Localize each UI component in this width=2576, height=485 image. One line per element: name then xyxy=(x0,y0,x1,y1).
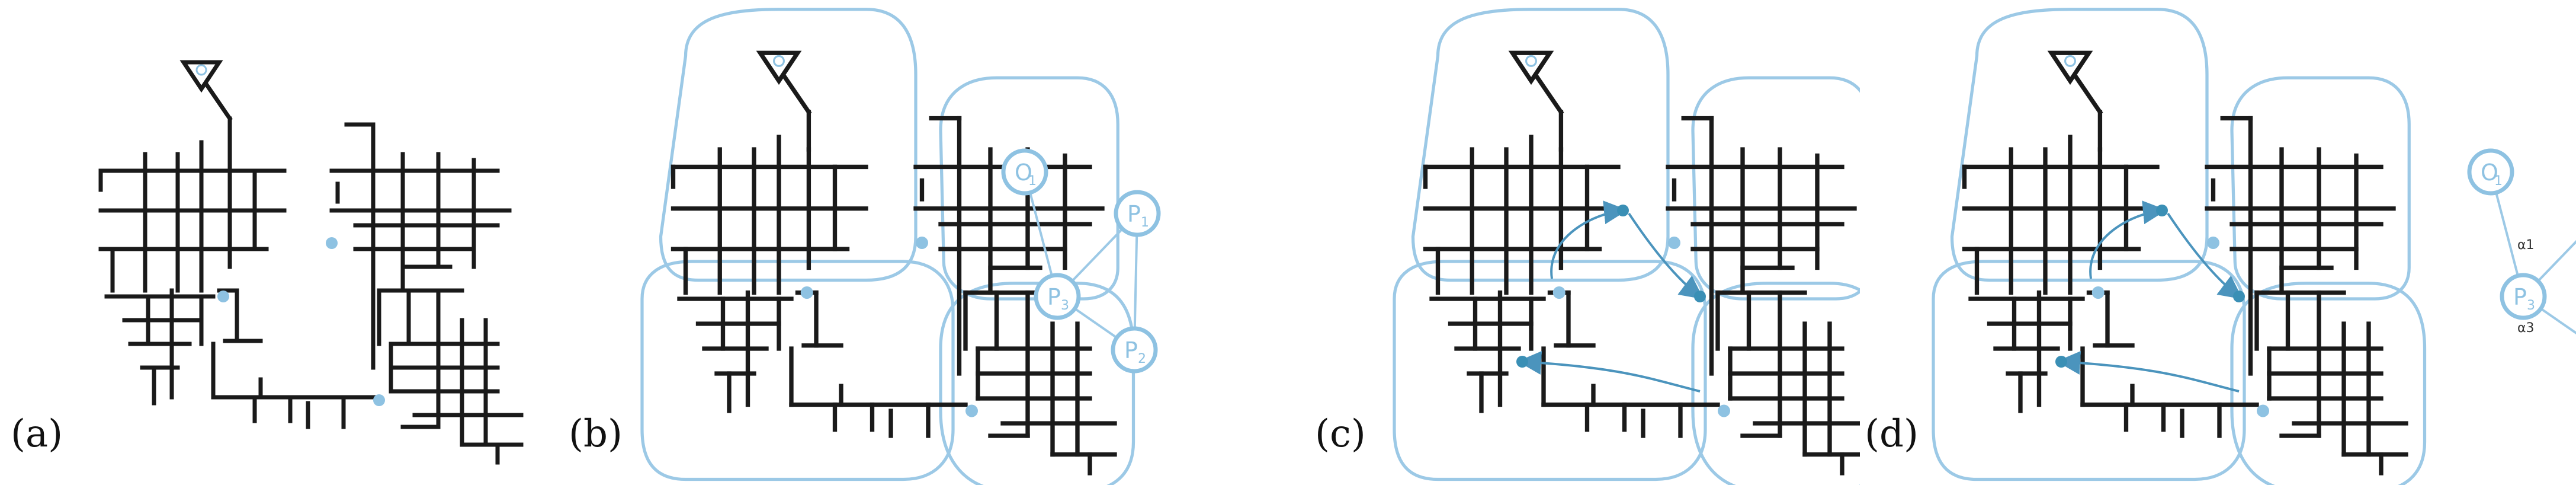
panel-label-c: (c) xyxy=(1315,412,1366,456)
graph-node-label: O xyxy=(1015,159,1032,186)
panel-d: (d) α1α2α3O1P1P3P2 xyxy=(1860,0,2576,485)
zone-outline xyxy=(1950,8,2209,282)
boundary-node xyxy=(2233,291,2245,302)
pipe-network xyxy=(640,8,1135,485)
zone-outline xyxy=(1393,260,1707,481)
pipe-network xyxy=(1393,8,1860,485)
reservoir-marker xyxy=(2064,55,2076,67)
edge-label-a1: α1 xyxy=(2517,238,2535,253)
boundary-node xyxy=(1617,205,1629,216)
panel-label-b: (b) xyxy=(569,412,623,456)
flow-arrow xyxy=(1628,212,1704,299)
pump-node xyxy=(326,237,338,249)
panel-label-a: (a) xyxy=(11,412,63,456)
graph-node-ring xyxy=(2467,148,2514,196)
pump-node xyxy=(800,286,813,299)
zone-outline xyxy=(1932,260,2246,481)
edge-label-a3: α3 xyxy=(2517,321,2535,336)
flow-arrows xyxy=(2055,200,2245,393)
pump-node xyxy=(373,394,385,406)
panel-c: (c) xyxy=(1309,0,1860,485)
reservoir-icon xyxy=(2047,50,2093,85)
pump-node xyxy=(2257,404,2269,417)
reservoir-icon xyxy=(1508,50,1554,85)
zone-outline xyxy=(640,260,955,481)
graph-node-subscript: 1 xyxy=(1028,174,1037,189)
pump-node xyxy=(1668,236,1680,249)
panel-svg xyxy=(1393,8,1860,485)
zone-outline xyxy=(659,8,918,282)
zone-outline xyxy=(1411,8,1670,282)
graph-node-O: O1 xyxy=(1001,148,1048,196)
graph-node-label: P xyxy=(1127,201,1141,227)
pump-node xyxy=(2091,286,2105,299)
pipe-network xyxy=(1932,8,2427,485)
flow-arrows xyxy=(1516,200,1706,393)
graph-node-ring xyxy=(1114,190,1161,237)
flow-arrow xyxy=(2167,212,2243,299)
graph-node-subscript: 1 xyxy=(2494,174,2503,189)
graph-node-O: O1 xyxy=(2467,148,2514,196)
zone-outline xyxy=(1691,282,1860,485)
graph-node-ring xyxy=(2500,273,2547,320)
zone-outline xyxy=(2230,282,2427,485)
panel-label-d: (d) xyxy=(1865,412,1919,456)
reservoir-marker xyxy=(195,64,207,76)
pump-node xyxy=(217,291,229,302)
graph-node-label: P xyxy=(2513,284,2527,310)
graph-node-label: P xyxy=(1124,337,1138,363)
graph-node-label: O xyxy=(2481,159,2498,186)
graph-node-subscript: 3 xyxy=(1061,298,1069,313)
graph-node-subscript: 3 xyxy=(2527,298,2535,313)
graph-node-ring xyxy=(1034,273,1081,320)
graph-node-subscript: 2 xyxy=(1138,352,1146,366)
pipe-network xyxy=(98,60,524,465)
pump-node xyxy=(1718,404,1730,417)
boundary-node xyxy=(2055,356,2067,368)
boundary-node xyxy=(1516,356,1528,368)
pump-node xyxy=(916,236,928,249)
zone-outline xyxy=(939,282,1135,485)
panel-svg: α1α2α3O1P1P3P2 xyxy=(1932,8,2576,485)
flow-arrow xyxy=(1518,350,1701,393)
panel-svg xyxy=(98,60,524,465)
graph-node-label: P xyxy=(1047,284,1061,310)
boundary-node xyxy=(2156,205,2168,216)
graph-node-ring xyxy=(1001,148,1048,196)
flow-arrow xyxy=(1550,200,1628,279)
graph-node-ring xyxy=(1111,326,1158,374)
pump-node xyxy=(965,404,978,417)
panel-a: (a) xyxy=(0,0,551,485)
graph-node-subscript: 1 xyxy=(1141,215,1149,230)
pump-node xyxy=(2207,236,2219,249)
pump-node xyxy=(1552,286,1566,299)
reservoir-marker xyxy=(773,55,785,67)
reservoir-marker xyxy=(1525,55,1537,67)
flow-arrow xyxy=(2057,350,2240,393)
boundary-node xyxy=(1694,291,1706,302)
reservoir-icon xyxy=(756,50,802,85)
flow-arrow xyxy=(2089,200,2167,279)
